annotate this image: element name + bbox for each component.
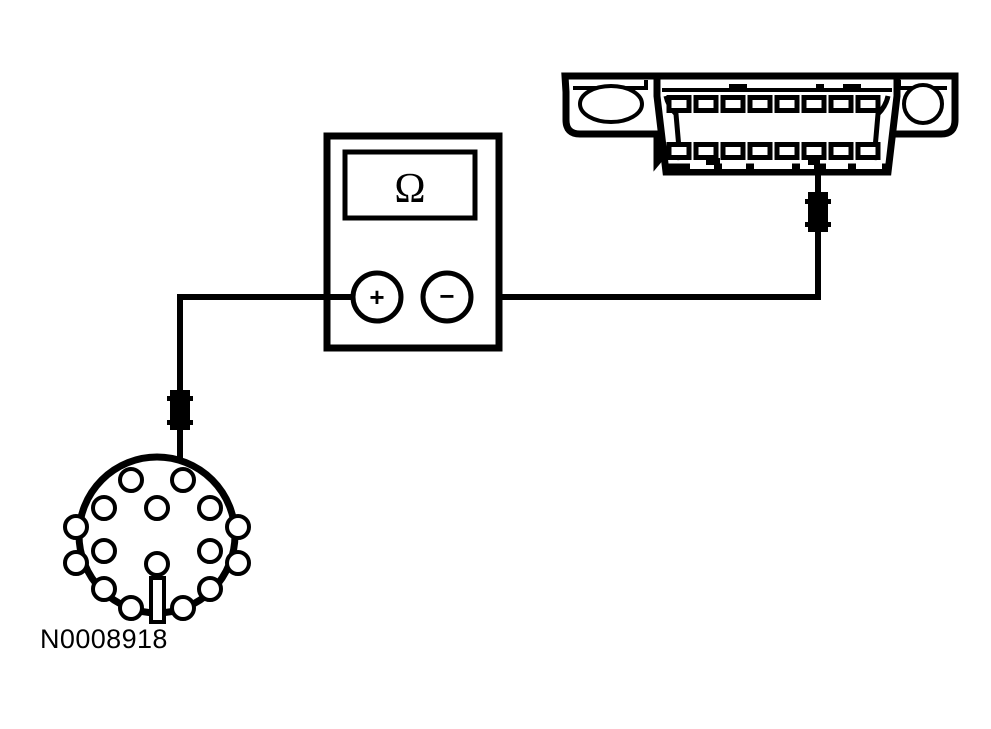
dlc-pin-slots <box>666 95 881 160</box>
negative-probe-collar <box>805 199 831 204</box>
dlc-lower-rail-gap <box>856 162 882 169</box>
dlc-lower-rail-gap <box>754 162 792 169</box>
dlc-lower-rail-gap <box>690 162 714 169</box>
meter-display-symbol: Ω <box>394 166 425 212</box>
dlc-pin-slot-bottom-5 <box>774 142 800 160</box>
dlc-pin-slot-bottom-2 <box>693 142 719 160</box>
negative-lead-wire <box>471 170 821 300</box>
round-connector-pin-6 <box>63 514 89 540</box>
dlc-pin-slot-top-7 <box>828 95 854 113</box>
dlc-pin-slot-top-2 <box>693 95 719 113</box>
round-connector-pin-4 <box>144 495 170 521</box>
round-connector-keyway-icon <box>149 576 166 624</box>
round-connector-pin-11 <box>225 550 251 576</box>
dlc-pin-slot-top-6 <box>801 95 827 113</box>
round-connector-pin-12 <box>144 551 170 577</box>
dlc-upper-notch <box>843 84 861 92</box>
round-connector <box>63 453 251 624</box>
dlc-lower-notch <box>808 158 820 165</box>
dlc-left-bolt-hole-icon <box>578 84 644 124</box>
dlc-pin-slot-bottom-6 <box>801 142 827 160</box>
meter-positive-symbol: + <box>369 282 384 312</box>
dlc-pin-slot-top-1 <box>666 95 692 113</box>
negative-test-lead <box>471 170 831 300</box>
round-connector-pin-10 <box>63 550 89 576</box>
round-connector-pin-8 <box>91 538 117 564</box>
round-connector-pin-14 <box>197 576 223 602</box>
dlc-pin-slot-top-8 <box>855 95 881 113</box>
dlc-lower-rail-gap <box>722 162 746 169</box>
round-connector-pin-2 <box>170 467 196 493</box>
positive-probe-collar <box>167 396 193 401</box>
dlc-inner-shoulder-right <box>871 95 891 161</box>
dlc-pin-slot-bottom-1 <box>666 142 692 160</box>
dlc-pin-slot-bottom-4 <box>747 142 773 160</box>
dlc-upper-notch <box>729 84 747 92</box>
reference-label: N0008918 <box>40 624 168 654</box>
dlc-lower-rail-gap <box>826 162 848 169</box>
meter-negative-symbol: − <box>439 281 454 311</box>
positive-probe-collar <box>167 420 193 425</box>
dlc-lower-notch <box>706 158 720 165</box>
round-connector-pin-7 <box>225 514 251 540</box>
negative-probe-collar <box>805 222 831 227</box>
dlc-pin-slot-top-3 <box>720 95 746 113</box>
dlc-pin-slot-bottom-3 <box>720 142 746 160</box>
dlc-upper-notch <box>816 84 824 92</box>
diagnostic-link-connector <box>561 72 959 176</box>
round-connector-pin-3 <box>91 495 117 521</box>
meter-negative-terminal[interactable] <box>420 270 474 324</box>
meter-display <box>342 149 478 221</box>
positive-test-lead <box>167 294 353 470</box>
round-connector-pin-15 <box>118 595 144 621</box>
round-connector-pin-16 <box>170 595 196 621</box>
dlc-pin-slot-top-5 <box>774 95 800 113</box>
ohmmeter[interactable]: Ω + − <box>323 132 503 352</box>
round-connector-pins <box>63 467 251 621</box>
round-connector-pin-9 <box>197 538 223 564</box>
dlc-right-bolt-hole-icon <box>902 83 944 125</box>
round-connector-pin-5 <box>197 495 223 521</box>
round-connector-pin-13 <box>91 576 117 602</box>
round-connector-pin-1 <box>118 467 144 493</box>
dlc-pin-slot-bottom-7 <box>828 142 854 160</box>
dlc-pin-slot-bottom-8 <box>855 142 881 160</box>
dlc-lower-rail-gap <box>800 162 814 169</box>
dlc-pin-slot-top-4 <box>747 95 773 113</box>
